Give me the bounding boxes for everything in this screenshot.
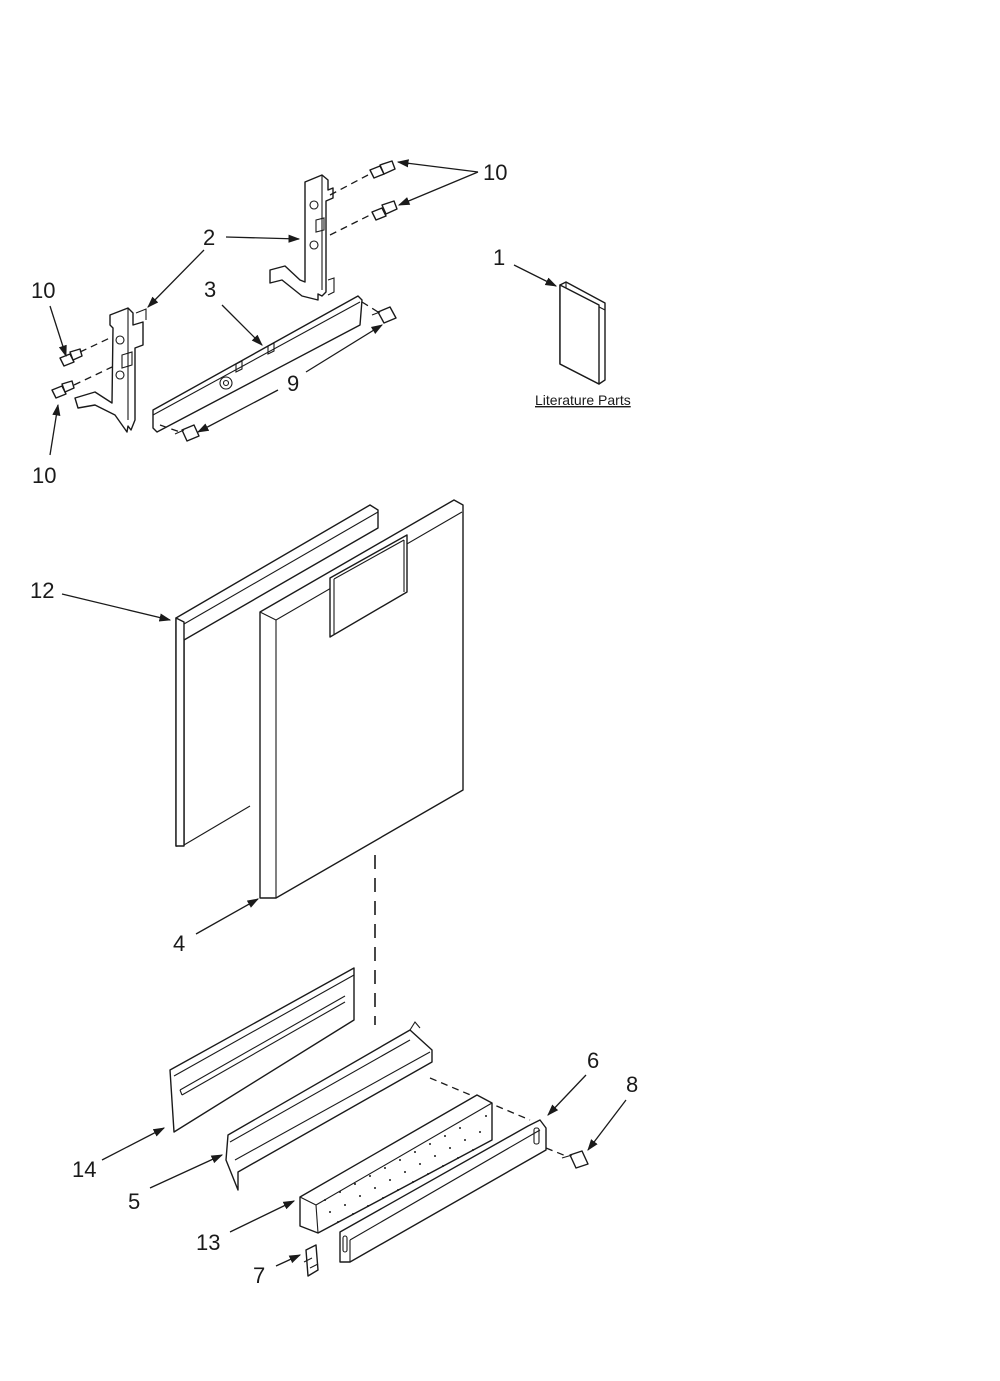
mounting-bracket-right xyxy=(269,174,335,301)
leader-9-a xyxy=(305,324,383,373)
leader-8 xyxy=(587,1099,627,1151)
callout-1: 1 xyxy=(493,245,505,270)
callout-2: 2 xyxy=(203,225,215,250)
door-panel xyxy=(175,504,379,847)
kick-plate-strip xyxy=(339,1119,547,1263)
dash-line-rail-left xyxy=(159,424,181,433)
callout-13: 13 xyxy=(196,1230,220,1255)
leader-12 xyxy=(61,593,172,622)
callout-10-top: 10 xyxy=(483,160,507,185)
literature-booklet xyxy=(559,281,606,385)
leader-4 xyxy=(195,898,260,935)
dash-line-screw-top-1 xyxy=(329,174,369,196)
leader-lines xyxy=(49,159,627,1267)
kick-bracket-channel xyxy=(225,1021,433,1191)
leader-1 xyxy=(513,264,558,287)
dash-line-screw-left-2 xyxy=(73,366,113,386)
toe-kick-panel xyxy=(169,967,355,1133)
mounting-bracket-left xyxy=(74,307,147,433)
outer-door xyxy=(259,499,464,899)
callout-9: 9 xyxy=(287,371,299,396)
leader-10-top-b xyxy=(397,171,479,206)
callout-6: 6 xyxy=(587,1048,599,1073)
dash-line-rail-right xyxy=(361,301,379,313)
literature-parts-label: Literature Parts xyxy=(535,392,631,408)
leader-13 xyxy=(229,1200,296,1233)
screw-top-1 xyxy=(369,160,396,179)
dash-line-kick-screw xyxy=(545,1147,567,1157)
screw-top-2 xyxy=(371,200,398,221)
screw-rail-right xyxy=(371,306,397,324)
callout-12: 12 xyxy=(30,578,54,603)
screw-left-2 xyxy=(51,380,75,399)
callout-5: 5 xyxy=(128,1189,140,1214)
leader-2-right xyxy=(225,234,301,243)
leader-7 xyxy=(275,1254,302,1267)
leader-3 xyxy=(221,304,263,346)
screw-rail-left xyxy=(174,424,200,442)
insulation-block xyxy=(299,1094,493,1234)
leader-2-left xyxy=(147,249,205,308)
dash-line-screw-left-1 xyxy=(79,336,113,353)
callout-10-left-upper: 10 xyxy=(31,278,55,303)
kick-plate-screw xyxy=(561,1150,589,1169)
leader-14 xyxy=(101,1127,166,1161)
callout-3: 3 xyxy=(204,277,216,302)
callout-7: 7 xyxy=(253,1263,265,1288)
leader-10-left-upper xyxy=(49,305,67,358)
callout-14: 14 xyxy=(72,1157,96,1182)
leader-10-top-a xyxy=(396,159,479,173)
callout-4: 4 xyxy=(173,931,185,956)
screw-left-1 xyxy=(59,348,83,367)
support-rail xyxy=(152,295,363,433)
callout-10-left-lower: 10 xyxy=(32,463,56,488)
dash-line-screw-top-2 xyxy=(329,214,371,236)
leader-6 xyxy=(547,1074,587,1116)
leader-10-left-lower xyxy=(49,403,61,456)
insulation-texture xyxy=(324,1115,487,1223)
retainer-clip xyxy=(303,1244,319,1277)
leader-9-b xyxy=(196,389,279,433)
callout-8: 8 xyxy=(626,1072,638,1097)
leader-5 xyxy=(149,1154,224,1189)
